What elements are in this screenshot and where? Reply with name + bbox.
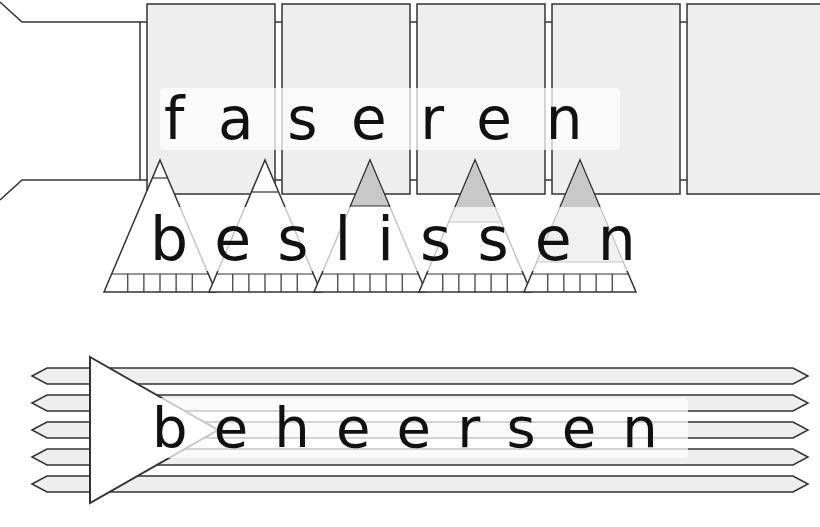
option-cell <box>337 274 338 292</box>
option-cell <box>596 274 597 292</box>
option-cell <box>232 274 233 292</box>
option-cell <box>442 274 443 292</box>
phase-box <box>687 4 820 194</box>
option-cell <box>143 274 144 292</box>
option-cell <box>579 274 580 292</box>
option-cell <box>491 274 492 292</box>
option-cell <box>612 274 613 292</box>
strip-start <box>0 2 140 200</box>
option-cell <box>386 274 387 292</box>
word-label: beheersen <box>148 398 688 458</box>
word-label: faseren <box>160 88 620 150</box>
option-cell <box>127 274 128 292</box>
option-cell <box>547 274 548 292</box>
option-cell <box>297 274 298 292</box>
option-cell <box>176 274 177 292</box>
option-cell <box>192 274 193 292</box>
option-cell <box>264 274 265 292</box>
word-label: beslissen <box>146 207 666 271</box>
phase-strip <box>0 2 820 200</box>
control-bars <box>32 357 808 503</box>
option-cell <box>248 274 249 292</box>
option-cell <box>402 274 403 292</box>
signal-bar <box>32 368 808 384</box>
option-cell <box>458 274 459 292</box>
decision-level <box>251 191 278 192</box>
option-cell <box>563 274 564 292</box>
option-cell <box>369 274 370 292</box>
option-cell <box>159 274 160 292</box>
decided-area <box>351 162 388 206</box>
option-cell <box>507 274 508 292</box>
option-cell <box>281 274 282 292</box>
decision-level <box>152 177 167 178</box>
option-cell <box>353 274 354 292</box>
option-cell <box>474 274 475 292</box>
signal-bar <box>32 476 808 492</box>
